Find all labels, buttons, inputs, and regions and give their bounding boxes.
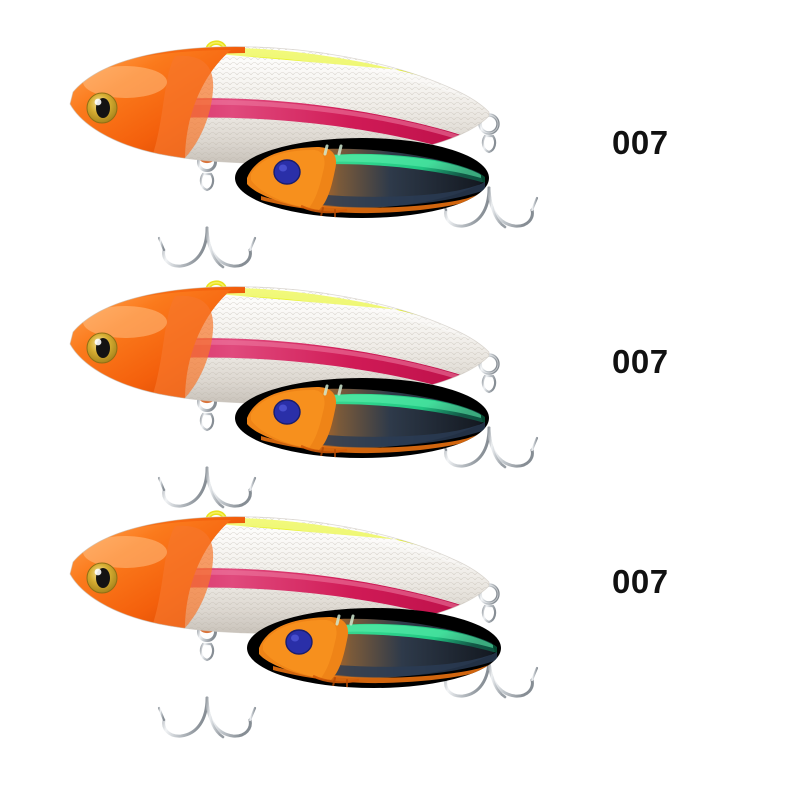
glow-preview-inset bbox=[235, 378, 489, 458]
lure-eye bbox=[86, 332, 118, 364]
product-row: 007 bbox=[0, 260, 800, 510]
front-hook-assembly bbox=[157, 382, 257, 509]
lure-body bbox=[69, 46, 490, 164]
product-row: 007 bbox=[0, 490, 800, 740]
lure-eye bbox=[86, 92, 118, 124]
lure-graphic bbox=[69, 510, 539, 739]
product-code-label: 007 bbox=[612, 124, 669, 161]
glow-preview-inset bbox=[235, 138, 489, 218]
lure-illustration bbox=[55, 490, 555, 740]
product-code-label: 007 bbox=[612, 343, 669, 380]
lure-body bbox=[69, 286, 490, 404]
lure-graphic bbox=[69, 280, 539, 509]
product-row: 007 bbox=[0, 20, 800, 270]
lure-eye bbox=[86, 562, 118, 594]
product-code-label: 007 bbox=[612, 563, 669, 600]
lure-graphic bbox=[69, 40, 539, 269]
glow-preview-inset bbox=[247, 608, 501, 688]
lure-illustration bbox=[55, 20, 555, 270]
lure-illustration bbox=[55, 260, 555, 510]
